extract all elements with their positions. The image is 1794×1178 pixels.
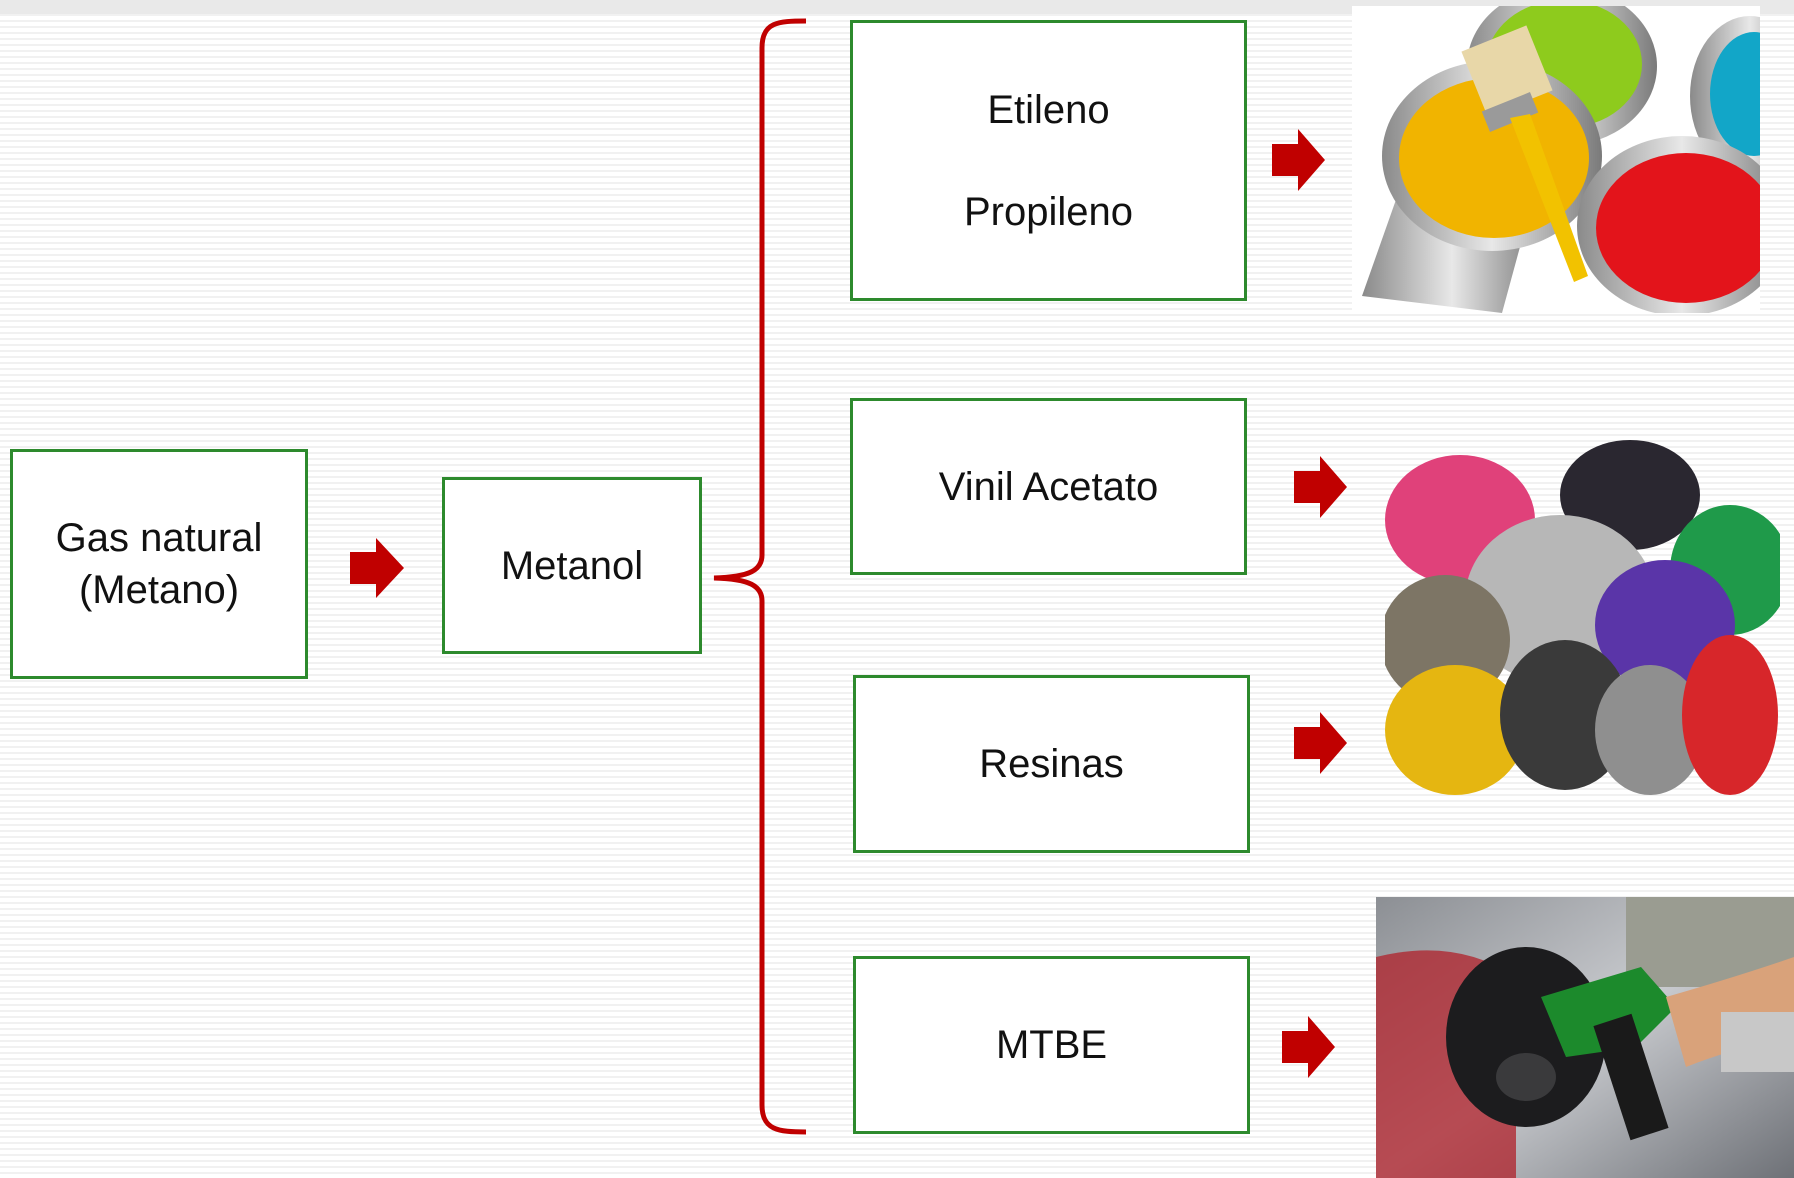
node-propileno-label: Propileno <box>963 189 1133 234</box>
node-gas-natural-line1: Gas natural <box>55 516 263 560</box>
node-resinas: Resinas <box>853 675 1250 853</box>
arrow-right-icon <box>350 538 404 598</box>
fuel-pump-photo <box>1376 897 1794 1178</box>
node-vinil-acetato-label: Vinil Acetato <box>938 464 1159 509</box>
arrow-right-icon <box>1272 129 1325 191</box>
node-metanol-label: Metanol <box>500 543 644 588</box>
node-mtbe: MTBE <box>853 956 1250 1134</box>
arrow-right-icon <box>1294 456 1347 518</box>
node-etileno-label: Etileno <box>987 87 1110 132</box>
arrow-right-icon <box>1282 1016 1335 1078</box>
node-vinil-acetato: Vinil Acetato <box>850 398 1247 575</box>
top-strip <box>0 0 1794 14</box>
node-metanol: Metanol <box>442 477 702 654</box>
node-resinas-label: Resinas <box>979 742 1124 786</box>
arrow-right-icon <box>1294 712 1347 774</box>
brace-bracket <box>713 18 807 1135</box>
node-mtbe-label: MTBE <box>995 1023 1108 1067</box>
paint-cans-photo <box>1352 6 1760 313</box>
node-gas-natural-line2: (Metano) <box>78 568 240 612</box>
plastic-pellets-photo <box>1385 440 1780 800</box>
node-etileno-propileno: Etileno Propileno <box>850 20 1247 301</box>
node-gas-natural: Gas natural (Metano) <box>10 449 308 679</box>
